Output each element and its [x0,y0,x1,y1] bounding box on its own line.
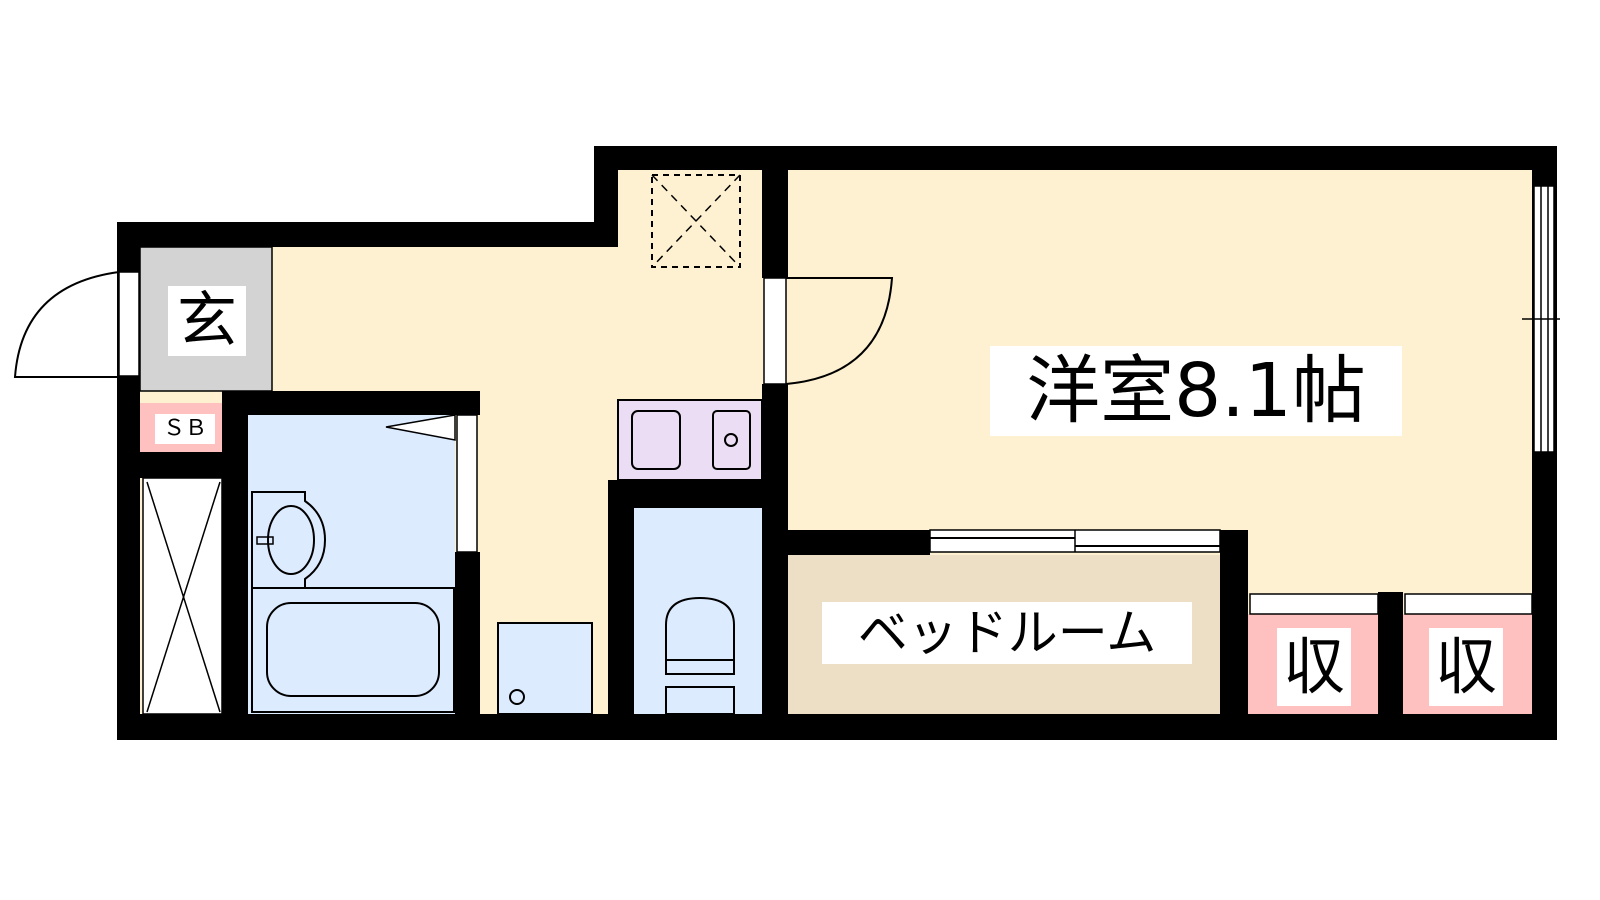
entrance-door[interactable] [13,271,120,378]
bathtub-icon [251,587,455,713]
toilet-room [634,508,762,714]
attic-hatch [651,174,741,268]
storage-1-label: 収 [1277,628,1351,706]
washbasin-icon [251,491,327,589]
entrance-label: 玄 [168,286,246,356]
stove-icon [712,410,751,470]
bedroom-label: ベッドルーム [822,602,1192,664]
western-room-label: 洋室8.1帖 [990,346,1402,436]
washing-machine-pan [497,622,593,715]
shoe-box-label: ＳＢ [155,414,215,444]
sink-icon [631,410,681,470]
room-door[interactable] [785,277,894,385]
bathroom [248,415,455,714]
entrance-door-frame [118,271,140,377]
entrance-floor [139,246,273,392]
storage-2-label: 収 [1429,628,1503,706]
